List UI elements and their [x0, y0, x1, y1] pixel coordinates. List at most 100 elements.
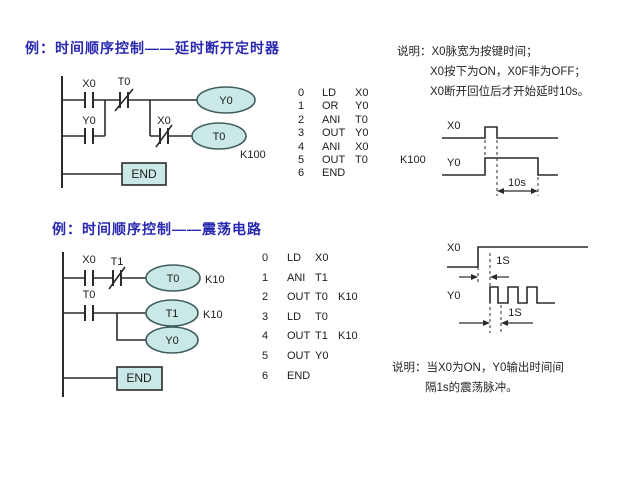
operand: X0 [355, 87, 369, 99]
timer-preset-value: K10 [205, 274, 225, 286]
operand: Y0 [355, 100, 369, 113]
note-line: 说明：当X0为ON，Y0输出时间间 [392, 362, 564, 374]
coil-label: T1 [166, 308, 179, 320]
instruction-row: 3 LD T0 [262, 308, 358, 328]
coil-t1: T1 K10 [145, 299, 223, 327]
ladder-diagram-1: X0 T0 Y0 Y0 X0 T0 K100 [61, 76, 266, 188]
operand: T0 [355, 154, 368, 167]
operand: T0 [315, 310, 328, 323]
period-label: 1S [508, 307, 521, 319]
end-block: END [62, 162, 167, 186]
operand: T1 [315, 330, 328, 343]
coil-label: T0 [213, 131, 226, 143]
instruction-row: 0 LD X0 [298, 87, 426, 100]
instruction-row: 6 END [298, 167, 426, 180]
coil-label: T0 [167, 273, 180, 285]
end-block: END [63, 366, 163, 391]
opcode: END [287, 369, 311, 382]
signal-label-y0: Y0 [447, 157, 460, 169]
operand: T0 [355, 113, 368, 126]
ladder1-parallel-branch-wire [62, 100, 106, 137]
operand: T1 [315, 271, 328, 284]
note-line: X0按下为ON，X0F非为OFF； [430, 66, 586, 78]
instruction-row: 4 OUT T1 K10 [262, 327, 358, 347]
timing-diagram-1: X0 Y0 10s [442, 120, 558, 196]
opcode: LD [287, 252, 302, 264]
ladder2-y0-branch-wire [116, 313, 146, 341]
step-number: 0 [298, 87, 305, 99]
step-number: 1 [262, 271, 269, 284]
opcode: ANI [322, 140, 341, 153]
y0-waveform [442, 157, 558, 176]
example2-title: 例：时间顺序控制——震荡电路 [52, 221, 262, 237]
opcode: ANI [287, 271, 306, 284]
opcode: OUT [287, 330, 311, 343]
contact-label: T0 [83, 289, 96, 301]
step-number: 4 [298, 140, 305, 153]
delay-label: 1S [496, 255, 509, 267]
signal-label-x0: X0 [447, 120, 460, 132]
contact-label: T0 [118, 76, 131, 88]
no-contact-x0: X0 [82, 78, 96, 108]
operand: X0 [355, 140, 369, 153]
opcode: OR [322, 100, 339, 113]
note-line: 隔1s的震荡脉冲。 [425, 382, 518, 394]
ladder-diagram-2: X0 T1 T0 K10 T0 T1 K10 Y0 [62, 252, 225, 397]
step-number: 4 [262, 330, 269, 343]
step-number: 5 [298, 154, 305, 167]
end-label: END [131, 167, 157, 181]
opcode: LD [322, 87, 337, 99]
nc-contact-t1: T1 [108, 256, 126, 290]
operand: Y0 [355, 127, 369, 140]
operand2: K10 [338, 330, 358, 343]
opcode: END [322, 167, 346, 180]
signal-label-x0: X0 [447, 242, 460, 254]
x0-waveform [447, 246, 588, 268]
contact-label: X0 [157, 115, 170, 127]
step-number: 0 [262, 252, 269, 264]
duration-label: 10s [508, 177, 526, 189]
opcode: LD [287, 310, 302, 323]
opcode: OUT [287, 349, 311, 362]
signal-label-y0: Y0 [447, 290, 460, 302]
timer-preset-value: K10 [203, 309, 223, 321]
operand: T0 [315, 291, 328, 304]
example1-notes: 说明：X0脉宽为按键时间； X0按下为ON，X0F非为OFF； X0断开回位后才… [397, 42, 589, 102]
nc-contact-x0: X0 [155, 115, 173, 148]
step-number: 6 [262, 369, 269, 382]
opcode: ANI [322, 113, 341, 126]
example1-title: 例：时间顺序控制——延时断开定时器 [25, 40, 280, 56]
instruction-row: 1 ANI T1 [262, 269, 358, 289]
contact-label: T1 [111, 256, 124, 268]
x0-waveform [442, 126, 558, 139]
step-number: 3 [262, 310, 269, 323]
duration-arrow [497, 188, 538, 194]
step-number: 2 [262, 291, 269, 304]
coil-y0: Y0 [196, 86, 256, 114]
no-contact-t0: T0 [83, 289, 96, 321]
opcode: OUT [287, 291, 311, 304]
step-number: 5 [262, 349, 269, 362]
ladder1-timer-branch-wire [149, 100, 192, 137]
no-contact-y0: Y0 [82, 115, 96, 144]
coil-y0: Y0 [145, 326, 199, 354]
y0-pulse-train-waveform [489, 286, 555, 304]
example2-notes: 说明：当X0为ON，Y0输出时间间 隔1s的震荡脉冲。 [392, 358, 564, 398]
contact-label: X0 [82, 254, 95, 266]
note-line: X0断开回位后才开始延时10s。 [430, 86, 590, 98]
no-contact-x0: X0 [82, 254, 96, 286]
coil-label: Y0 [219, 95, 232, 107]
coil-t0: T0 K100 [191, 122, 266, 161]
step-number: 6 [298, 167, 305, 180]
note-line: 说明：X0脉宽为按键时间； [397, 46, 538, 58]
coil-t0: T0 K10 [145, 264, 225, 292]
operand2: K100 [400, 154, 426, 167]
timing-diagram-2: X0 1S Y0 1S [447, 242, 588, 333]
